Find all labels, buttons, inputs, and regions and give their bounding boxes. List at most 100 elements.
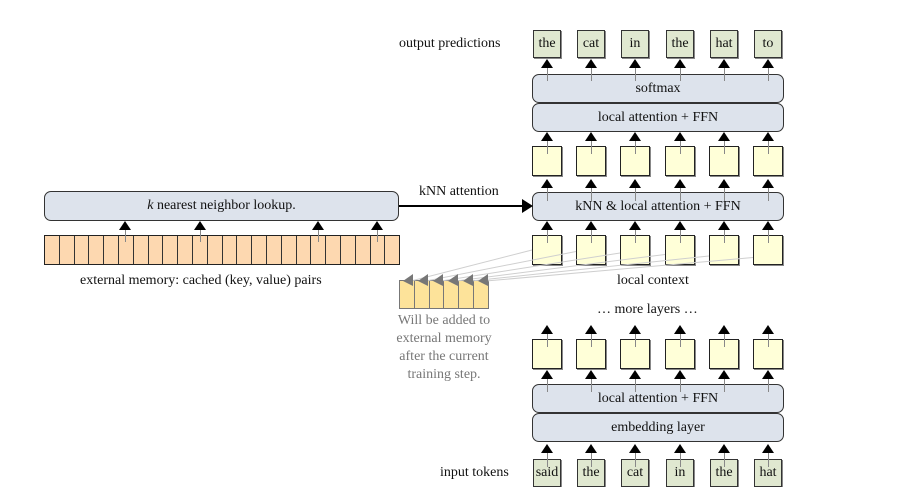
- local-attention-ffn-layer-bottom: local attention + FFN: [532, 384, 784, 413]
- local-attention-ffn-layer-top: local attention + FFN: [532, 103, 784, 132]
- external-memory-strip: [44, 235, 400, 265]
- memory-cell: [355, 236, 371, 264]
- new-memory-cell: [429, 281, 445, 308]
- arrow-stem: [724, 333, 725, 347]
- arrow-stem: [768, 140, 769, 154]
- arrow-stem: [591, 229, 592, 243]
- up-arrow-icon: [718, 325, 730, 334]
- up-arrow-icon: [762, 370, 774, 379]
- note-line: training step.: [407, 367, 481, 382]
- arrow-stem: [680, 187, 681, 201]
- up-arrow-icon: [629, 370, 641, 379]
- knn-attention-arrowhead: [522, 199, 533, 213]
- new-memory-cell: [414, 281, 430, 308]
- memory-cell: [192, 236, 208, 264]
- up-arrow-icon: [718, 179, 730, 188]
- memory-cell: [296, 236, 312, 264]
- new-memory-cell: [400, 281, 415, 308]
- arrow-stem: [318, 229, 319, 242]
- arrow-stem: [547, 140, 548, 154]
- output-token: to: [754, 30, 782, 58]
- feed-line: [470, 255, 710, 282]
- arrow-stem: [768, 452, 769, 467]
- arrow-stem: [547, 452, 548, 467]
- arrow-stem: [125, 229, 126, 242]
- up-arrow-icon: [629, 325, 641, 334]
- feed-line: [485, 257, 754, 282]
- arrow-stem: [724, 140, 725, 154]
- memory-cell: [178, 236, 193, 264]
- up-arrow-icon: [585, 370, 597, 379]
- up-arrow-icon: [718, 59, 730, 68]
- arrow-stem: [547, 333, 548, 347]
- output-token: the: [533, 30, 561, 58]
- memory-cell: [266, 236, 282, 264]
- arrow-stem: [591, 140, 592, 154]
- arrow-stem: [768, 333, 769, 347]
- feed-arrowhead-icon: [418, 274, 428, 286]
- output-token: cat: [577, 30, 605, 58]
- up-arrow-icon: [762, 444, 774, 453]
- arrow-stem: [591, 333, 592, 347]
- arrow-stem: [635, 140, 636, 154]
- arrow-stem: [680, 229, 681, 243]
- memory-cell: [133, 236, 149, 264]
- arrow-stem: [377, 229, 378, 242]
- arrow-stem: [768, 67, 769, 81]
- up-arrow-icon: [371, 221, 383, 230]
- up-arrow-icon: [585, 221, 597, 230]
- memory-cell: [222, 236, 238, 264]
- up-arrow-icon: [585, 325, 597, 334]
- feed-arrowhead-icon: [478, 274, 488, 286]
- arrow-stem: [591, 187, 592, 201]
- up-arrow-icon: [541, 132, 553, 141]
- memory-feed-lines: [403, 249, 754, 286]
- arrow-stem: [635, 378, 636, 392]
- up-arrow-icon: [674, 221, 686, 230]
- output-token: the: [666, 30, 694, 58]
- arrow-stem: [635, 333, 636, 347]
- note-line: external memory: [396, 331, 492, 346]
- arrow-stem: [768, 378, 769, 392]
- feed-line: [410, 249, 533, 282]
- up-arrow-icon: [674, 444, 686, 453]
- memory-cell: [59, 236, 75, 264]
- note-line: Will be added to: [397, 313, 491, 328]
- arrow-stem: [200, 229, 201, 242]
- memory-cell: [118, 236, 134, 264]
- new-memory-strip: [399, 280, 489, 309]
- arrow-stem: [724, 67, 725, 81]
- arrow-stem: [547, 67, 548, 81]
- arrow-stem: [635, 452, 636, 467]
- feed-arrowhead-icon: [463, 274, 473, 286]
- up-arrow-icon: [718, 132, 730, 141]
- up-arrow-icon: [541, 444, 553, 453]
- embedding-layer: embedding layer: [532, 413, 784, 442]
- memory-cell: [385, 236, 400, 264]
- knn-local-attention-ffn-layer: kNN & local attention + FFN: [532, 192, 784, 221]
- up-arrow-icon: [585, 179, 597, 188]
- more-layers-label: … more layers …: [597, 302, 698, 317]
- input-token: in: [666, 459, 694, 487]
- softmax-layer: softmax: [532, 74, 784, 103]
- arrow-stem: [768, 187, 769, 201]
- up-arrow-icon: [674, 325, 686, 334]
- up-arrow-icon: [541, 59, 553, 68]
- arrow-stem: [591, 378, 592, 392]
- feed-arrowhead-icon: [433, 274, 443, 286]
- memory-cell: [281, 236, 297, 264]
- up-arrow-icon: [629, 221, 641, 230]
- up-arrow-icon: [585, 59, 597, 68]
- up-arrow-icon: [762, 325, 774, 334]
- up-arrow-icon: [718, 444, 730, 453]
- memory-cell: [252, 236, 267, 264]
- memory-cell: [45, 236, 60, 264]
- arrow-stem: [680, 140, 681, 154]
- up-arrow-icon: [119, 221, 131, 230]
- knn-lookup-box: k nearest neighbor lookup.: [44, 191, 399, 221]
- note-line: after the current: [399, 349, 489, 364]
- external-memory-label: external memory: cached (key, value) pai…: [80, 273, 322, 288]
- up-arrow-icon: [585, 444, 597, 453]
- memory-cell: [340, 236, 356, 264]
